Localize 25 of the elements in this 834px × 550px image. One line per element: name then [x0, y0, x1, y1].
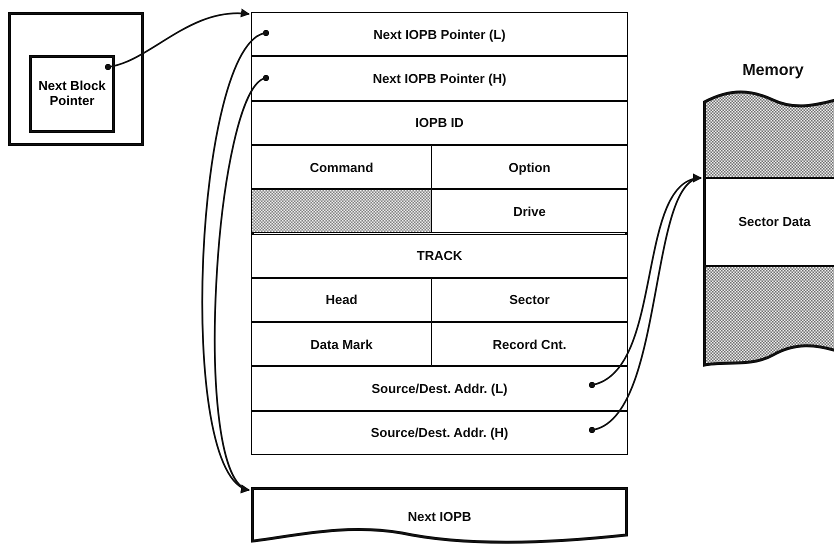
pointer-arrow: [588, 176, 702, 434]
field-cell: Source/Dest. Addr. (H): [251, 410, 628, 455]
field-cell: Sector: [431, 278, 628, 322]
field-cell: Record Cnt.: [431, 322, 628, 366]
pointer-box: Next Block Pointer: [29, 55, 115, 133]
field-cell: TRACK: [251, 234, 628, 278]
memory-region: [703, 177, 834, 267]
table-frame: [251, 12, 628, 455]
reserved-field: [251, 189, 432, 234]
field-cell: Next IOPB Pointer (L): [251, 12, 628, 56]
pointer-arrow: [201, 30, 270, 491]
pointer-arrow: [104, 9, 250, 70]
field-cell: Drive: [431, 189, 628, 234]
field-cell: Head: [251, 278, 432, 322]
field-cell: Data Mark: [251, 322, 432, 366]
pointer-arrow: [214, 74, 270, 491]
field-cell: Source/Dest. Addr. (L): [251, 366, 628, 411]
field-cell: IOPB ID: [251, 100, 628, 145]
device-box: [8, 12, 144, 146]
node-heading: Memory: [741, 62, 805, 80]
node-label: Sector Data: [738, 214, 811, 230]
node-label: Next IOPB: [408, 510, 472, 524]
field-cell: Option: [431, 144, 628, 190]
field-cell: Command: [251, 144, 432, 190]
field-cell: Next IOPB Pointer (H): [251, 56, 628, 101]
